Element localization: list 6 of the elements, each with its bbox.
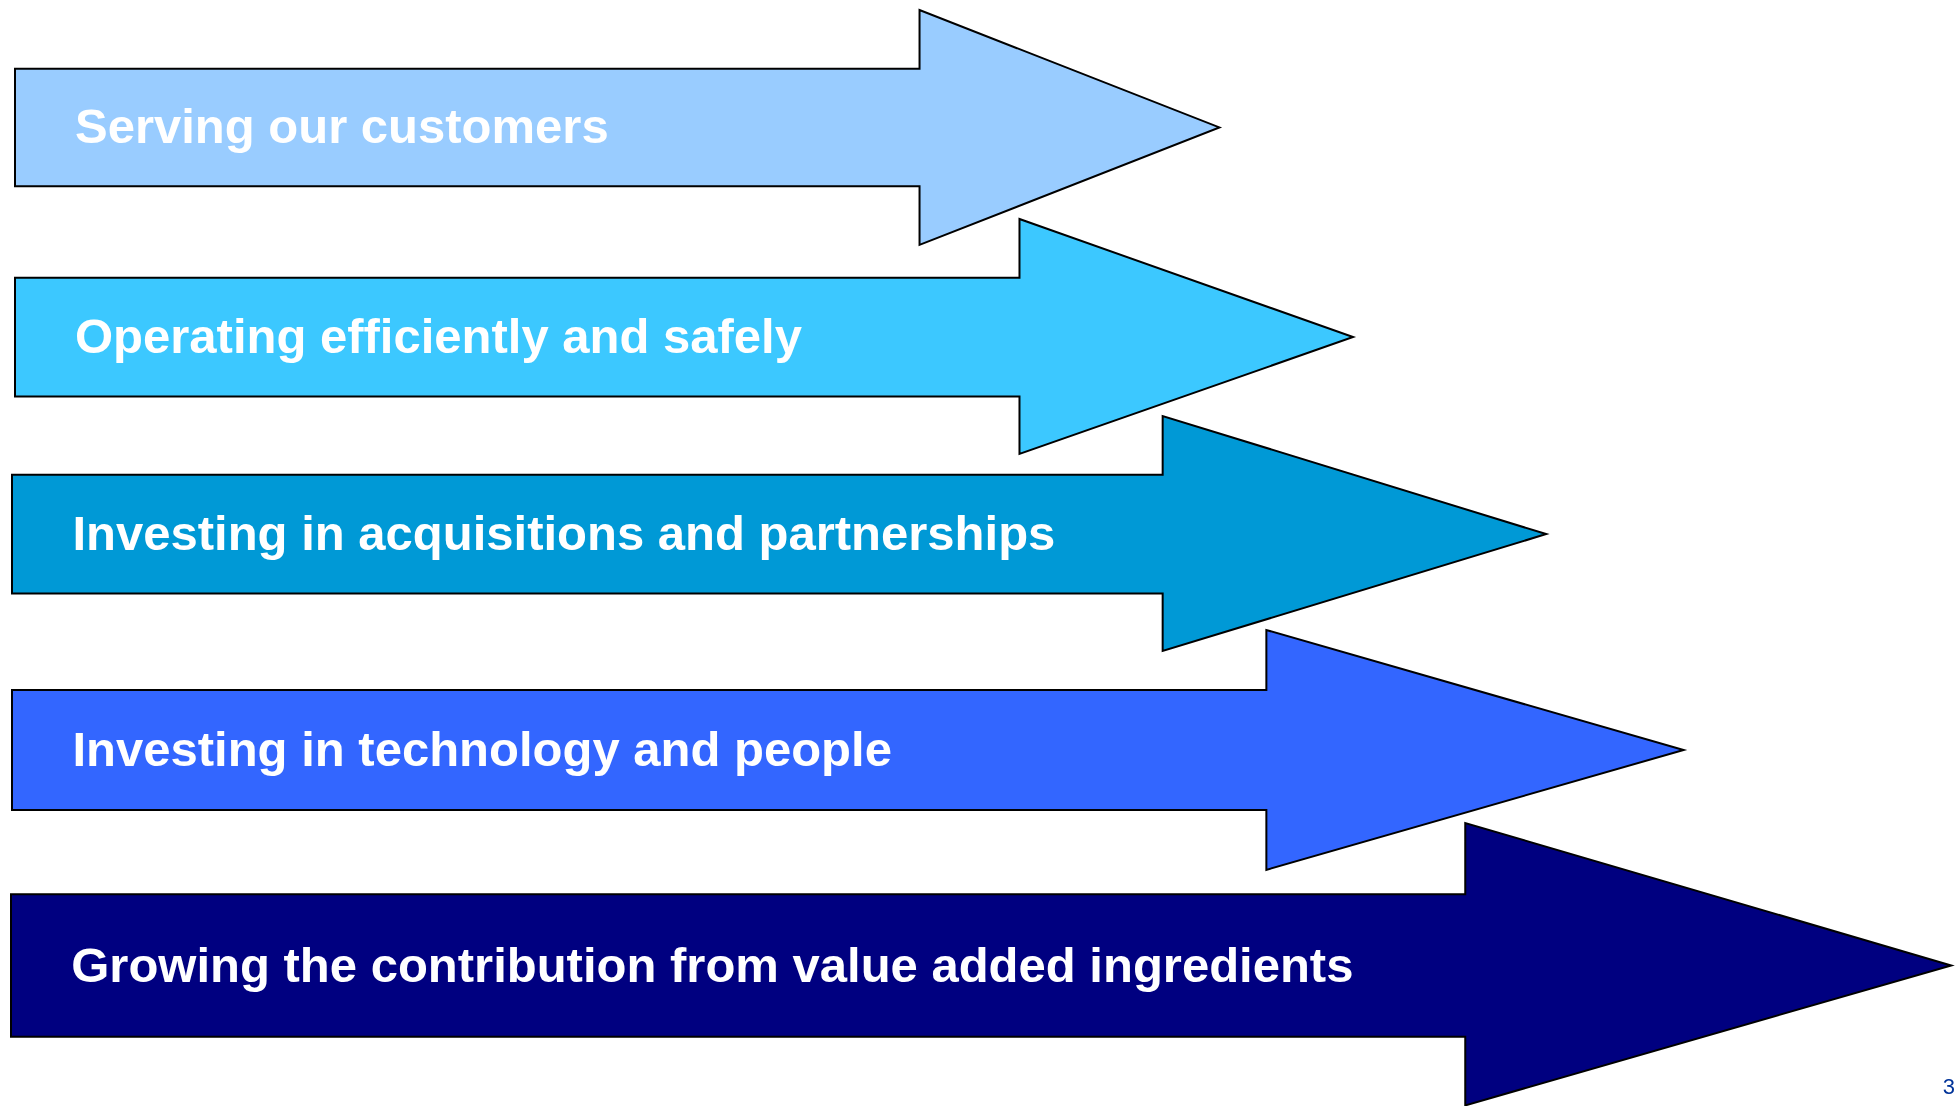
arrow-text: Growing the contribution from value added ingredients	[71, 940, 1354, 990]
arrow-text: Serving our customers	[74, 102, 609, 152]
arrow-text: Investing in technology and people	[72, 724, 892, 774]
page-number: 3	[1942, 1074, 1955, 1100]
arrow-text: Operating efficiently and safely	[74, 311, 802, 361]
arrow-text: Investing in acquisitions and partnerships	[72, 509, 1056, 559]
